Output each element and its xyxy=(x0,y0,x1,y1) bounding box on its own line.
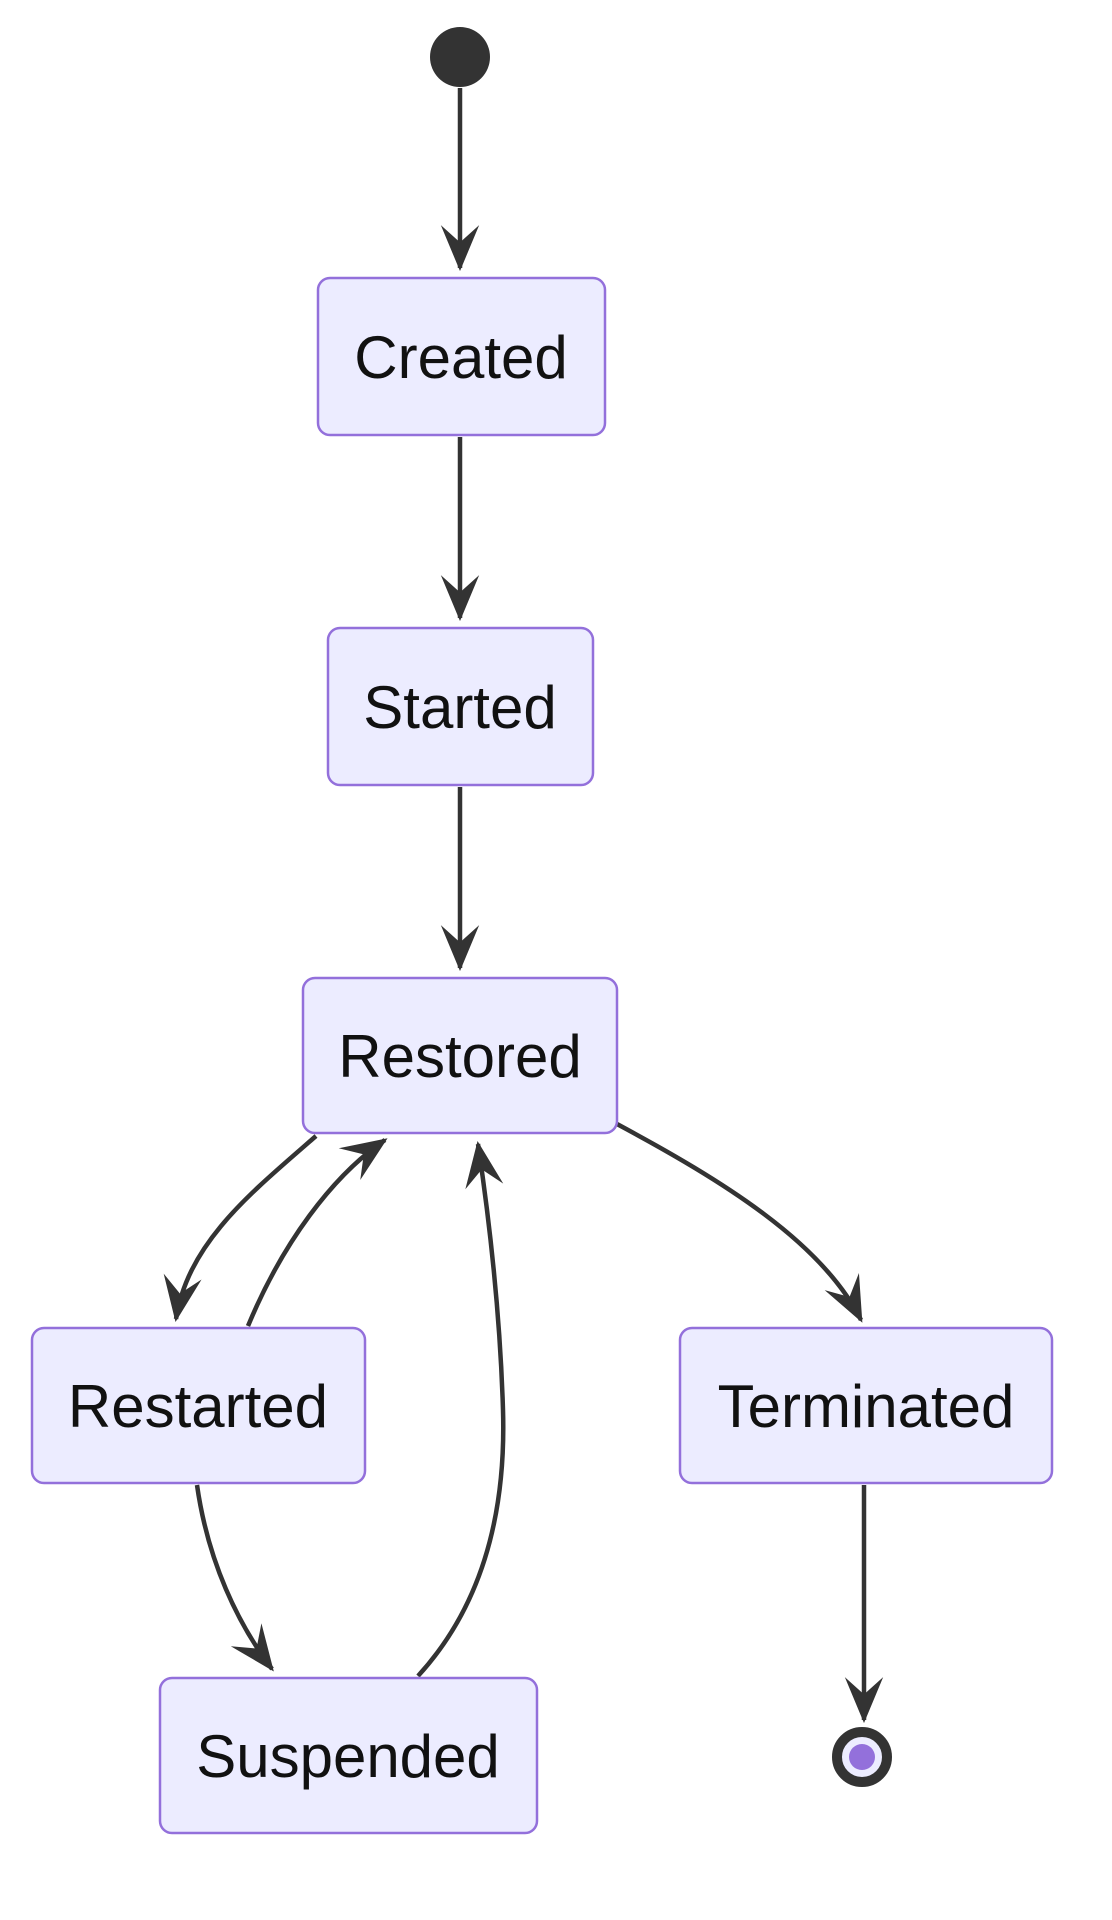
edge-restarted-to-restored xyxy=(245,1138,388,1327)
initial-state-icon xyxy=(430,27,490,87)
state-created-label: Created xyxy=(354,324,567,391)
state-restarted: Restarted xyxy=(30,1326,367,1485)
edge-restored-to-terminated xyxy=(615,1122,864,1323)
state-suspended: Suspended xyxy=(158,1676,539,1835)
state-terminated-label: Terminated xyxy=(718,1373,1015,1440)
state-terminated-box xyxy=(678,1326,1054,1485)
edge-restored-to-restarted xyxy=(163,1134,318,1323)
edge-restarted-to-suspended xyxy=(194,1484,274,1672)
final-state-icon xyxy=(832,1727,892,1787)
state-created-box xyxy=(316,276,607,437)
state-suspended-label: Suspended xyxy=(196,1723,500,1790)
state-started-label: Started xyxy=(363,674,556,741)
state-terminated: Terminated xyxy=(678,1326,1054,1485)
state-created: Created xyxy=(316,276,607,437)
state-restored-label: Restored xyxy=(338,1023,581,1090)
state-restored-box xyxy=(301,976,619,1135)
state-restored: Restored xyxy=(301,976,619,1135)
state-started-box xyxy=(326,626,595,787)
final-state-dot xyxy=(849,1744,875,1770)
state-restarted-label: Restarted xyxy=(68,1373,328,1440)
edge-suspended-to-restored xyxy=(416,1140,506,1678)
state-restarted-box xyxy=(30,1326,367,1485)
state-suspended-box xyxy=(158,1676,539,1835)
state-started: Started xyxy=(326,626,595,787)
edges-layer xyxy=(163,88,884,1724)
